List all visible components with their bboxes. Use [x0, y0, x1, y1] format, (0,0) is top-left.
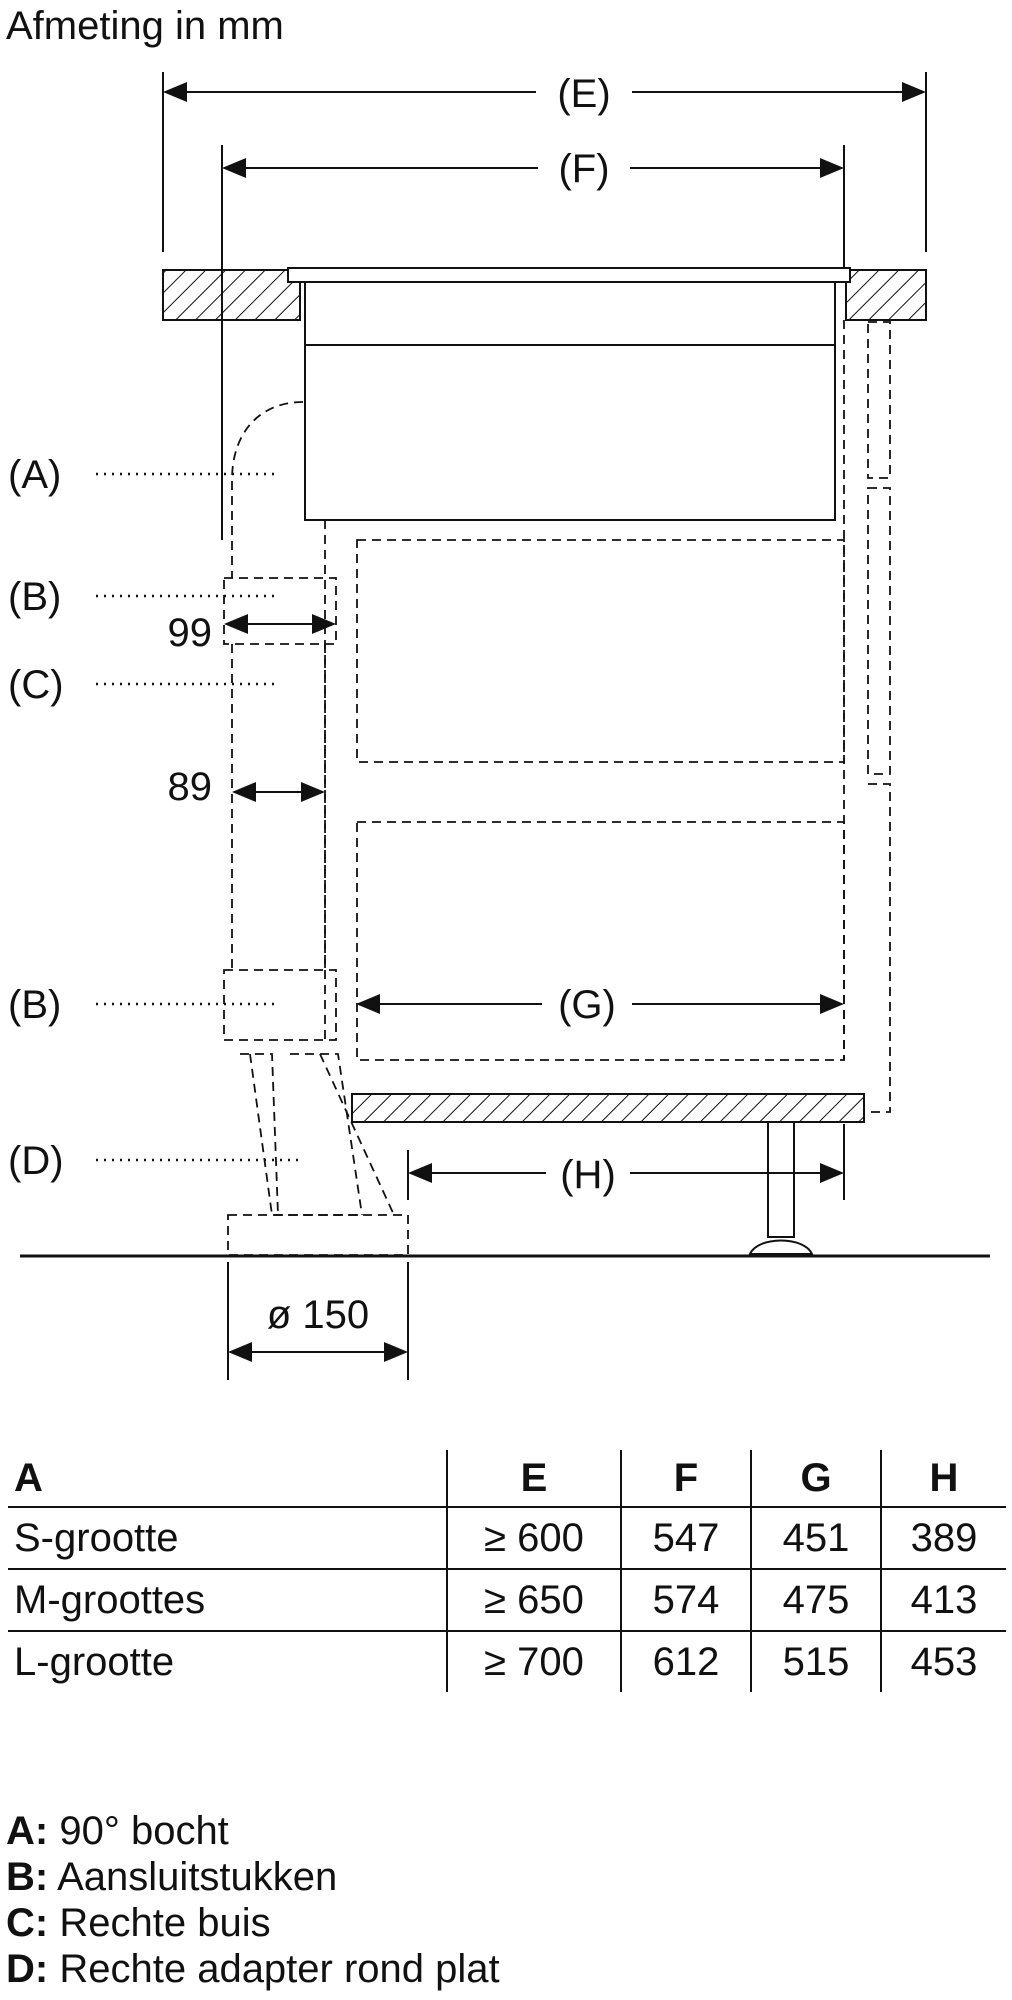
- legend-item: B: Aansluitstukken: [6, 1854, 500, 1900]
- legend-text: Rechte adapter rond plat: [59, 1947, 500, 1991]
- table-cell: ≥ 650: [446, 1568, 621, 1631]
- legend-key: D:: [6, 1947, 49, 1991]
- cooktop-unit: [287, 267, 851, 521]
- dimension-F: [221, 145, 845, 540]
- table-cell: 475: [750, 1568, 881, 1631]
- installation-dimension-drawing: (E) (F): [8, 72, 990, 1380]
- callout-leaders: [96, 472, 298, 1162]
- label-89: 89: [168, 765, 213, 809]
- table-cell: ≥ 600: [446, 1506, 621, 1569]
- legend-item: A: 90° bocht: [6, 1808, 500, 1854]
- legend-text: Rechte buis: [59, 1901, 271, 1945]
- legend-text: 90° bocht: [59, 1809, 229, 1853]
- legend-text: Aansluitstukken: [57, 1855, 338, 1899]
- column-header: E: [446, 1450, 621, 1507]
- label-H: (H): [560, 1153, 616, 1197]
- table-cell: M-groottes: [8, 1568, 447, 1631]
- column-header: F: [620, 1450, 751, 1507]
- legend-key: A:: [6, 1809, 49, 1853]
- table-cell: 547: [620, 1506, 751, 1569]
- callout-B-lower: (B): [8, 983, 61, 1027]
- table-cell: 453: [880, 1630, 1006, 1692]
- column-header: A: [14, 1455, 43, 1500]
- table-row: L-grootte ≥ 700 612 515 453: [8, 1630, 1006, 1692]
- table-cell: L-grootte: [8, 1630, 447, 1692]
- table-cell: S-grootte: [8, 1506, 447, 1569]
- table-cell: ≥ 700: [446, 1630, 621, 1692]
- dimension-table: A E F G H S-grootte ≥ 600 547 451 389 M-…: [8, 1450, 1006, 1692]
- label-G: (G): [558, 983, 616, 1027]
- table-row: M-groottes ≥ 650 574 475 413: [8, 1568, 1006, 1631]
- table-header-row: A E F G H: [8, 1450, 1006, 1507]
- cabinet-dashed-outline: [324, 320, 891, 1113]
- dimension-H: [407, 1124, 845, 1200]
- table-cell: 612: [620, 1630, 751, 1692]
- dimension-E: [162, 72, 927, 252]
- legend-item: C: Rechte buis: [6, 1900, 500, 1946]
- callout-B-upper: (B): [8, 575, 61, 619]
- label-F: (F): [558, 147, 609, 191]
- table-cell: 389: [880, 1506, 1006, 1569]
- table-cell: 413: [880, 1568, 1006, 1631]
- worktop: [162, 269, 927, 321]
- table-cell: 574: [620, 1568, 751, 1631]
- table-cell: 515: [750, 1630, 881, 1692]
- duct-dashed-outline: [223, 401, 409, 1256]
- callout-D: (D): [8, 1139, 64, 1183]
- label-diameter: ø 150: [267, 1293, 369, 1337]
- table-cell: 451: [750, 1506, 881, 1569]
- column-header: H: [880, 1450, 1006, 1507]
- cabinet-leg: [748, 1121, 814, 1255]
- column-header: G: [750, 1450, 881, 1507]
- legend-key: C:: [6, 1901, 49, 1945]
- diagram-title: Afmeting in mm: [6, 4, 284, 48]
- dimension-diameter: [227, 1262, 409, 1380]
- callout-C: (C): [8, 663, 64, 707]
- callout-A: (A): [8, 453, 61, 497]
- cabinet-base-shelf: [351, 1093, 865, 1123]
- legend-key: B:: [6, 1855, 49, 1899]
- legend: A: 90° bocht B: Aansluitstukken C: Recht…: [6, 1808, 500, 1992]
- legend-item: D: Rechte adapter rond plat: [6, 1946, 500, 1992]
- label-99: 99: [168, 611, 213, 655]
- label-E: (E): [557, 72, 610, 116]
- table-row: S-grootte ≥ 600 547 451 389: [8, 1506, 1006, 1569]
